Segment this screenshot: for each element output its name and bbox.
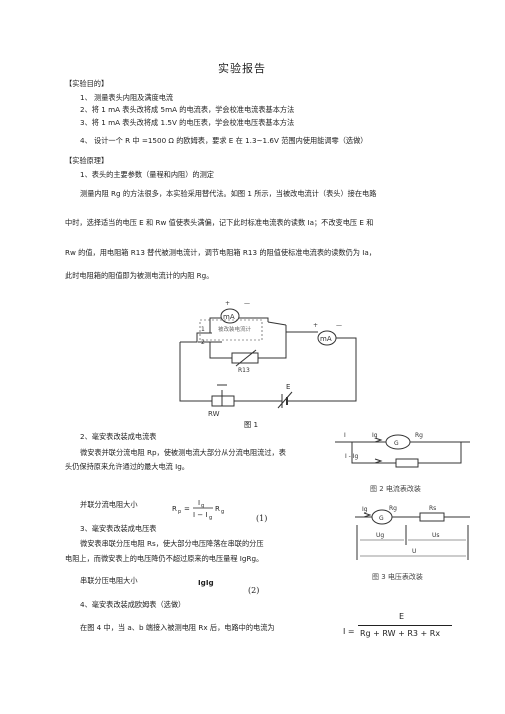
principle-heading: 【实验原理】 (65, 156, 109, 165)
fig3-us-label: Us (432, 532, 440, 539)
svg-text:I: I (198, 499, 200, 507)
fig3-ug-label: Ug (376, 532, 384, 539)
svg-text:p: p (178, 509, 181, 515)
rw-label: RW (208, 410, 220, 418)
equation-3-fraction-bar (358, 625, 452, 626)
figure-1-caption: 图 1 (244, 420, 259, 429)
figure-2-caption: 图 2 电流表改装 (370, 485, 421, 493)
equation-3-denominator: Rg + RW + R3 + Rx (360, 629, 441, 638)
svg-text:g: g (221, 509, 224, 515)
shunt-label: 并联分流电阻大小 (80, 500, 138, 509)
sec4-title: 4、毫安表改装成欧姆表（选做） (80, 600, 186, 609)
purpose-item-2: 2、将 1 mA 表头改将成 5mA 的电流表，学会校准电流表基本方法 (80, 105, 295, 114)
purpose-item-3: 3、将 1 mA 表头改将成 1.5V 的电压表，学会校准电压表基本方法 (80, 118, 295, 127)
principle-para-2: 中时，选择适当的电压 E 和 Rw 值使表头满偏，记下此时标准电流表的读数 Ia… (65, 218, 374, 227)
principle-sec1-title: 1、表头的主要参数（量程和内阻）的测定 (80, 170, 214, 179)
fig3-rs-label: Rs (429, 505, 436, 512)
sec2-title: 2、毫安表改装成电流表 (80, 432, 157, 441)
dut-label: 被改装电流计 (218, 325, 252, 333)
svg-text:g: g (209, 515, 212, 521)
svg-text:I − I: I − I (193, 511, 207, 519)
meter-1-minus: — (244, 300, 250, 307)
sec3-para-2: 电阻上，而微安表上的电压降仍不超过原来的电压量程 IgRg。 (65, 554, 264, 563)
r13-label: R13 (238, 367, 250, 374)
fig2-ig-label: Ig (372, 432, 378, 439)
page-title: 实验报告 (218, 62, 266, 75)
equation-2-text: IgIg (198, 578, 214, 587)
meter-1-plus: + (225, 300, 230, 307)
fig2-g-label: G (394, 440, 399, 447)
series-label: 串联分压电阻大小 (80, 576, 138, 585)
switch-1-label: 1 (201, 326, 205, 333)
principle-para-1: 测量内阻 Rg 的方法很多，本实验采用替代法。如图 1 所示，当被改电流计（表头… (80, 189, 377, 198)
meter-2-minus: — (336, 322, 342, 329)
shunt-resistor (395, 458, 419, 468)
equation-3-numerator: E (399, 612, 405, 621)
principle-para-4: 此时电阻箱的阻值即为被测电流计的内阻 Rg。 (65, 271, 214, 280)
fig2-i-label: I (344, 432, 346, 439)
purpose-heading: 【实验目的】 (65, 79, 109, 88)
sec4-para-1: 在图 4 中，当 a、b 端接入被测电阻 Rx 后，电路中的电流为 (80, 623, 275, 632)
equation-2-number: (2) (248, 586, 260, 595)
sec3-para-1: 微安表串联分压电阻 Rs，使大部分电压降落在串联的分压 (80, 539, 264, 548)
meter-1-label: mA (223, 313, 235, 321)
sec2-para-2: 头仍保持原来允许通过的最大电流 Ig。 (65, 462, 189, 471)
svg-text:g: g (201, 503, 204, 509)
equation-1-number: (1) (256, 514, 268, 523)
purpose-item-1: 1、 测量表头内阻及满度电流 (80, 93, 174, 102)
e-label: E (286, 383, 290, 391)
principle-para-3: Rw 的值，用电阻箱 R13 替代被测电流计，调节电阻箱 R13 的阻值使标准电… (65, 248, 376, 257)
fig3-u-label: U (412, 548, 416, 555)
fig3-g-label: G (379, 515, 384, 522)
fig3-rg-label: Rg (389, 505, 397, 512)
svg-text:R: R (215, 505, 220, 513)
fig3-ig-label: Ig (362, 506, 368, 513)
series-resistor (419, 512, 445, 522)
fig2-rg-label: Rg (415, 432, 423, 439)
figure-3-caption: 图 3 电压表改装 (372, 573, 423, 581)
svg-text:R: R (172, 505, 177, 513)
sec3-title: 3、毫安表改装成电压表 (80, 524, 157, 533)
svg-text:=: = (184, 505, 190, 513)
purpose-item-4: 4、 设计一个 R 中 =1500 Ω 的欧姆表，要求 E 在 1.3~1.6V… (80, 136, 368, 145)
meter-2-plus: + (313, 322, 318, 329)
meter-2-label: mA (320, 335, 332, 343)
sec2-para-1: 微安表并联分流电阻 Rp，使被测电流大部分从分流电阻流过，表 (80, 448, 286, 457)
meter-1-circle (220, 308, 240, 324)
equation-3-lhs: I = (343, 627, 355, 636)
switch-2-label: 2 (201, 339, 205, 346)
fig2-i-minus-ig-label: I - Ig (345, 453, 359, 460)
